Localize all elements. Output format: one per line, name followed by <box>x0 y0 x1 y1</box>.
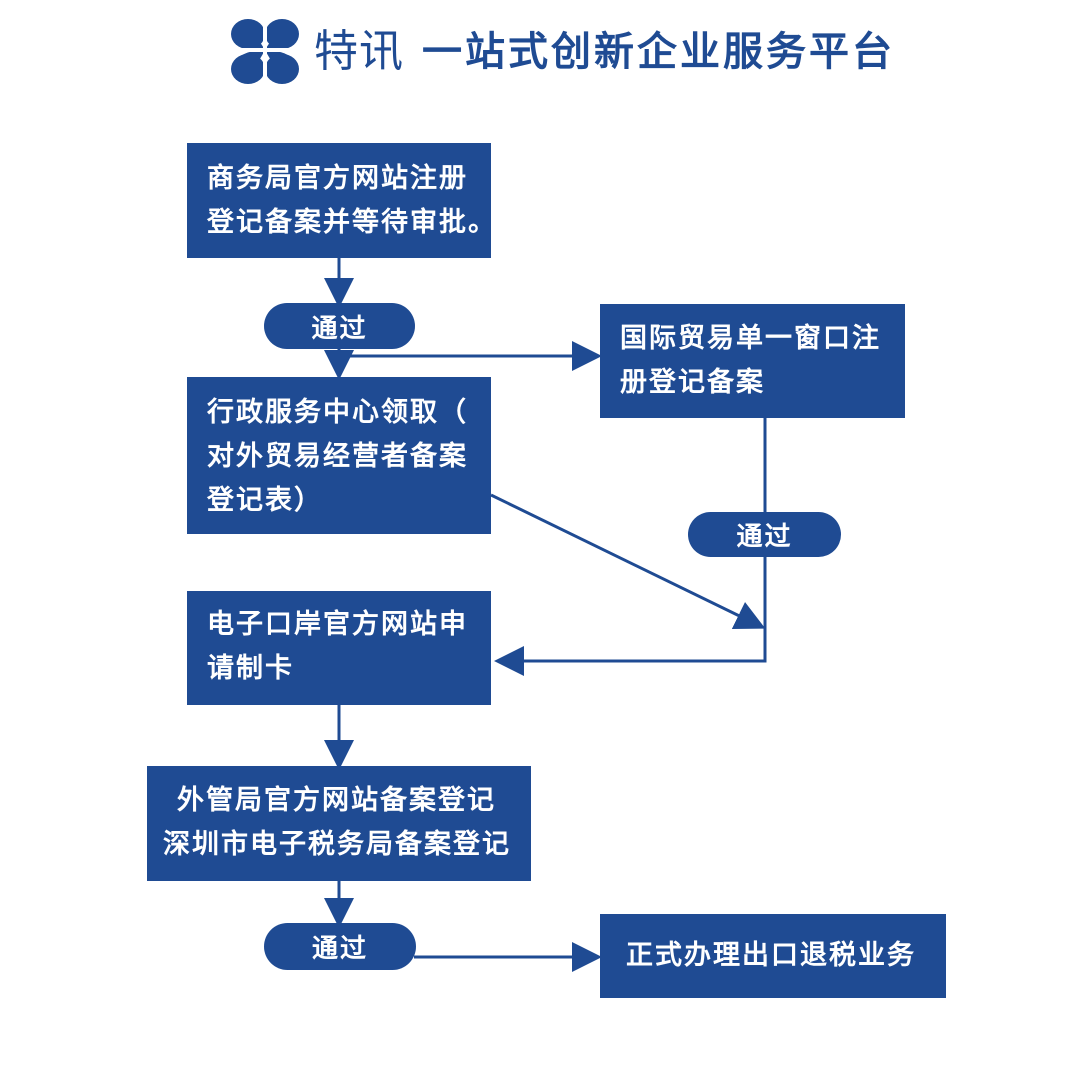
pass-label: 通过 <box>311 934 368 964</box>
page-header: 特讯 一站式创新企业服务平台 <box>226 14 895 90</box>
brand-tagline: 一站式创新企业服务平台 <box>422 29 895 75</box>
flow-step-forex-tax-registration: 外管局官方网站备案登记 深圳市电子税务局备案登记 <box>147 766 531 881</box>
pass-label: 通过 <box>311 313 368 344</box>
flow-step-single-window-registration: 国际贸易单一窗口注 册登记备案 <box>600 304 905 418</box>
brand-name: 特讯 <box>314 26 404 77</box>
pass-label: 通过 <box>736 522 793 552</box>
node-line: 正式办理出口退税业务 <box>626 940 916 971</box>
node-line: 请制卡 <box>207 653 294 684</box>
flow-step-export-tax-refund: 正式办理出口退税业务 <box>600 914 946 998</box>
node-line: 商务局官方网站注册 <box>207 163 468 194</box>
flow-pass-label-2: 通过 <box>688 512 841 557</box>
node-line: 外管局官方网站备案登记 <box>177 785 496 816</box>
flow-pass-label-3: 通过 <box>264 923 416 970</box>
node-line: 行政服务中心领取（ <box>207 397 468 428</box>
node-line: 登记备案并等待审批。 <box>207 207 497 238</box>
node-line: 深圳市电子税务局备案登记 <box>163 829 511 860</box>
node-line: 登记表） <box>207 485 323 516</box>
arrow-step2-to-junction <box>490 493 766 629</box>
node-line: 册登记备案 <box>620 367 765 398</box>
arrow-pass2-to-step3 <box>494 557 767 676</box>
flow-step-commerce-registration: 商务局官方网站注册 登记备案并等待审批。 <box>187 143 497 258</box>
flow-pass-label-1: 通过 <box>264 303 415 349</box>
flow-step-e-port-card: 电子口岸官方网站申 请制卡 <box>187 591 491 705</box>
node-line: 国际贸易单一窗口注 <box>620 323 881 354</box>
node-line: 对外贸易经营者备案 <box>207 441 468 472</box>
node-line: 电子口岸官方网站申 <box>207 609 468 640</box>
flow-step-admin-center-form: 行政服务中心领取（ 对外贸易经营者备案 登记表） <box>187 377 491 534</box>
four-leaf-clover-logo-icon <box>230 18 302 88</box>
